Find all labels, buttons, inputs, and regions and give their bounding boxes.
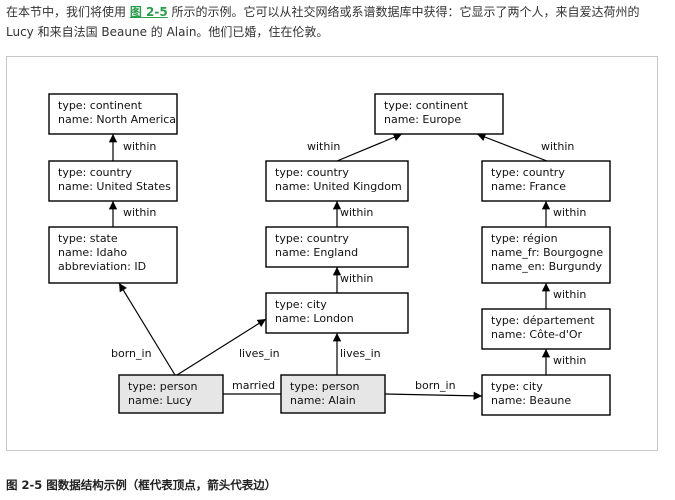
vertex-box xyxy=(265,160,409,202)
figure-link[interactable]: 图 2-5 xyxy=(129,5,168,19)
graph-diagram: within within within within within within with… xyxy=(48,93,611,416)
edge-label-born-in: born_in xyxy=(111,347,152,360)
vertex-property: type: city xyxy=(275,298,327,311)
vertex-property: name: North America xyxy=(58,113,176,126)
edge-label-born-in: born_in xyxy=(415,379,456,392)
edge-within-france-to-europe xyxy=(476,133,548,162)
edge-label-within: within xyxy=(307,140,340,153)
vertex-property: type: continent xyxy=(384,99,469,112)
vertex-box xyxy=(374,93,504,135)
vertex-property: name: London xyxy=(275,312,354,325)
vertex-property: type: département xyxy=(491,314,595,327)
edge-label-within: within xyxy=(340,206,373,219)
vertex-property: type: continent xyxy=(58,99,143,112)
vertex-property: name: Alain xyxy=(290,394,356,407)
intro-paragraph: 在本节中，我们将使用 图 2-5 所示的示例。它可以从社交网络或系谱数据库中获得… xyxy=(6,2,666,42)
vertex-property: name_en: Burgundy xyxy=(491,260,602,273)
vertex-box xyxy=(481,308,611,350)
vertex-property: name: United Kingdom xyxy=(275,180,402,193)
vertex-box xyxy=(280,374,386,414)
vertex-box xyxy=(265,292,409,334)
edge-label-lives-in: lives_in xyxy=(239,347,280,360)
vertex-property: abbreviation: ID xyxy=(58,260,146,273)
graph-figure: within within within within within within with… xyxy=(6,56,658,451)
vertex-property: type: country xyxy=(491,166,565,179)
figure-caption: 图 2-5 图数据结构示例（框代表顶点，箭头代表边） xyxy=(6,478,277,492)
vertex-property: name: Lucy xyxy=(128,394,192,407)
vertex-box xyxy=(481,226,611,284)
vertex-property: type: country xyxy=(275,166,349,179)
vertex-property: type: city xyxy=(491,380,543,393)
intro-text-after: 所示的示例。它可以从社交网络或系谱数据库中获得：它显示了两个人，来自爱达荷州的 … xyxy=(6,5,640,39)
vertex-property: name: France xyxy=(491,180,566,193)
vertex-property: type: person xyxy=(128,380,198,393)
vertex-box xyxy=(481,374,611,416)
vertex-property: name: Beaune xyxy=(491,394,571,407)
vertex-box xyxy=(48,160,178,202)
vertex-property: name: United States xyxy=(58,180,171,193)
vertex-property: name: Idaho xyxy=(58,246,127,259)
edge-label-within: within xyxy=(340,272,373,285)
vertex-box xyxy=(481,160,611,202)
vertex-property: name: Côte-d'Or xyxy=(491,328,583,341)
edge-label-within: within xyxy=(553,354,586,367)
vertex-property: name_fr: Bourgogne xyxy=(491,246,603,259)
vertex-property: name: England xyxy=(275,246,358,259)
edge-born-in-alain-to-beaune xyxy=(384,391,483,401)
vertex-property: type: country xyxy=(275,232,349,245)
vertex-box xyxy=(48,93,178,135)
vertex-property: name: Europe xyxy=(384,113,461,126)
edge-label-within: within xyxy=(553,206,586,219)
vertex-box xyxy=(118,374,224,414)
edge-within-united-kingdom-to-europe xyxy=(336,133,403,162)
edge-label-married: married xyxy=(232,379,275,392)
edge-born-in-lucy-to-idaho xyxy=(118,282,176,376)
edge-label-lives-in: lives_in xyxy=(340,347,381,360)
edges-layer: within within within within within within with… xyxy=(108,133,586,401)
vertex-property: type: person xyxy=(290,380,360,393)
vertex-property: type: state xyxy=(58,232,118,245)
vertex-property: type: country xyxy=(58,166,132,179)
edge-label-within: within xyxy=(553,288,586,301)
vertex-box xyxy=(48,226,178,284)
vertex-box xyxy=(265,226,409,268)
edge-label-within: within xyxy=(541,140,574,153)
edge-lives-in-lucy-to-london xyxy=(176,318,267,376)
intro-text-before: 在本节中，我们将使用 xyxy=(6,5,127,19)
edge-label-within: within xyxy=(123,206,156,219)
vertex-property: type: région xyxy=(491,232,558,245)
edge-label-within: within xyxy=(123,140,156,153)
